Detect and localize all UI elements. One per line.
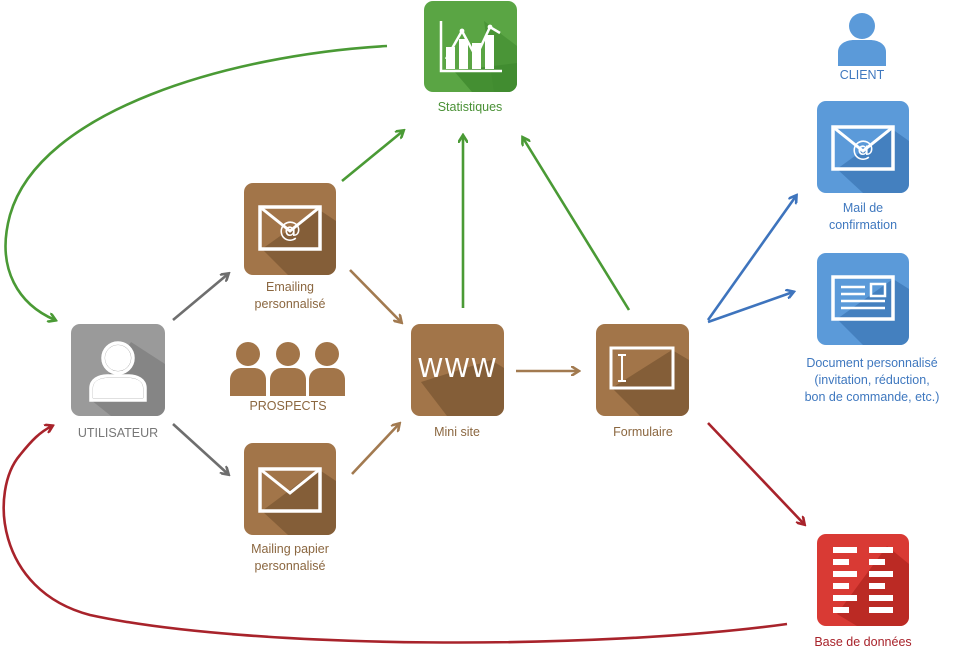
arrow-formulaire-to-statistiques — [523, 138, 631, 311]
formulaire-label: Formulaire — [613, 425, 673, 439]
mail-confirmation-tile: @ — [817, 101, 909, 193]
client-person-icon — [838, 13, 886, 66]
svg-text:@: @ — [279, 218, 301, 243]
client-label: CLIENT — [839, 68, 885, 82]
mini-site-label: Mini site — [434, 425, 480, 439]
mailing-papier-label-line1: Mailing papier — [251, 542, 329, 556]
database-icon — [833, 546, 909, 626]
base-donnees-label: Base de données — [814, 635, 912, 649]
mail-confirmation-label-line1: Mail de — [842, 201, 884, 215]
document-tile — [817, 253, 909, 345]
svg-text:@: @ — [852, 137, 874, 162]
arrow-statistiques-to-utilisateur — [4, 44, 388, 320]
document-label-line2: (invitation, réduction, — [814, 373, 930, 387]
email-at-icon: @ — [258, 205, 336, 275]
emailing-label: Emailing personnalisé — [230, 279, 350, 313]
arrow-utilisateur-to-mailing — [172, 423, 228, 474]
chart-icon — [439, 21, 517, 92]
base-donnees-tile — [817, 534, 909, 626]
arrow-formulaire-to-base — [707, 422, 804, 524]
envelope-icon — [258, 467, 336, 535]
mini-site-tile: WWW — [411, 324, 504, 416]
form-icon — [609, 346, 689, 416]
prospects-label: PROSPECTS — [249, 399, 327, 413]
arrow-formulaire-to-document — [707, 292, 793, 324]
statistiques-tile — [424, 1, 517, 92]
document-icon — [831, 275, 909, 345]
mailing-papier-label-line2: personnalisé — [254, 559, 326, 573]
utilisateur-tile — [71, 324, 165, 416]
www-icon — [421, 360, 504, 416]
mailing-papier-label: Mailing papier personnalisé — [220, 541, 360, 575]
mail-confirmation-label: Mail de confirmation — [803, 200, 923, 234]
arrow-formulaire-to-mail — [706, 196, 796, 321]
arrow-base-to-utilisateur — [2, 426, 788, 644]
utilisateur-label: UTILISATEUR — [77, 426, 159, 440]
emailing-label-line1: Emailing — [266, 280, 314, 294]
emailing-label-line2: personnalisé — [254, 297, 326, 311]
group-icon — [230, 342, 345, 396]
statistiques-label: Statistiques — [437, 100, 503, 114]
emailing-tile: @ — [244, 183, 336, 275]
mailing-papier-tile — [244, 443, 336, 535]
www-text: WWW — [417, 354, 498, 384]
arrow-emailing-to-minisite — [349, 269, 401, 322]
email-at-icon: @ — [831, 125, 909, 193]
formulaire-tile — [596, 324, 689, 416]
mail-confirmation-label-line2: confirmation — [828, 218, 898, 232]
arrow-emailing-to-statistiques — [341, 131, 403, 183]
arrow-mailing-to-minisite — [351, 424, 399, 475]
user-icon — [89, 341, 165, 416]
document-label: Document personnalisé (invitation, réduc… — [788, 355, 956, 406]
arrow-utilisateur-to-emailing — [172, 274, 228, 321]
document-label-line1: Document personnalisé — [806, 356, 938, 370]
document-label-line3: bon de commande, etc.) — [804, 390, 940, 404]
